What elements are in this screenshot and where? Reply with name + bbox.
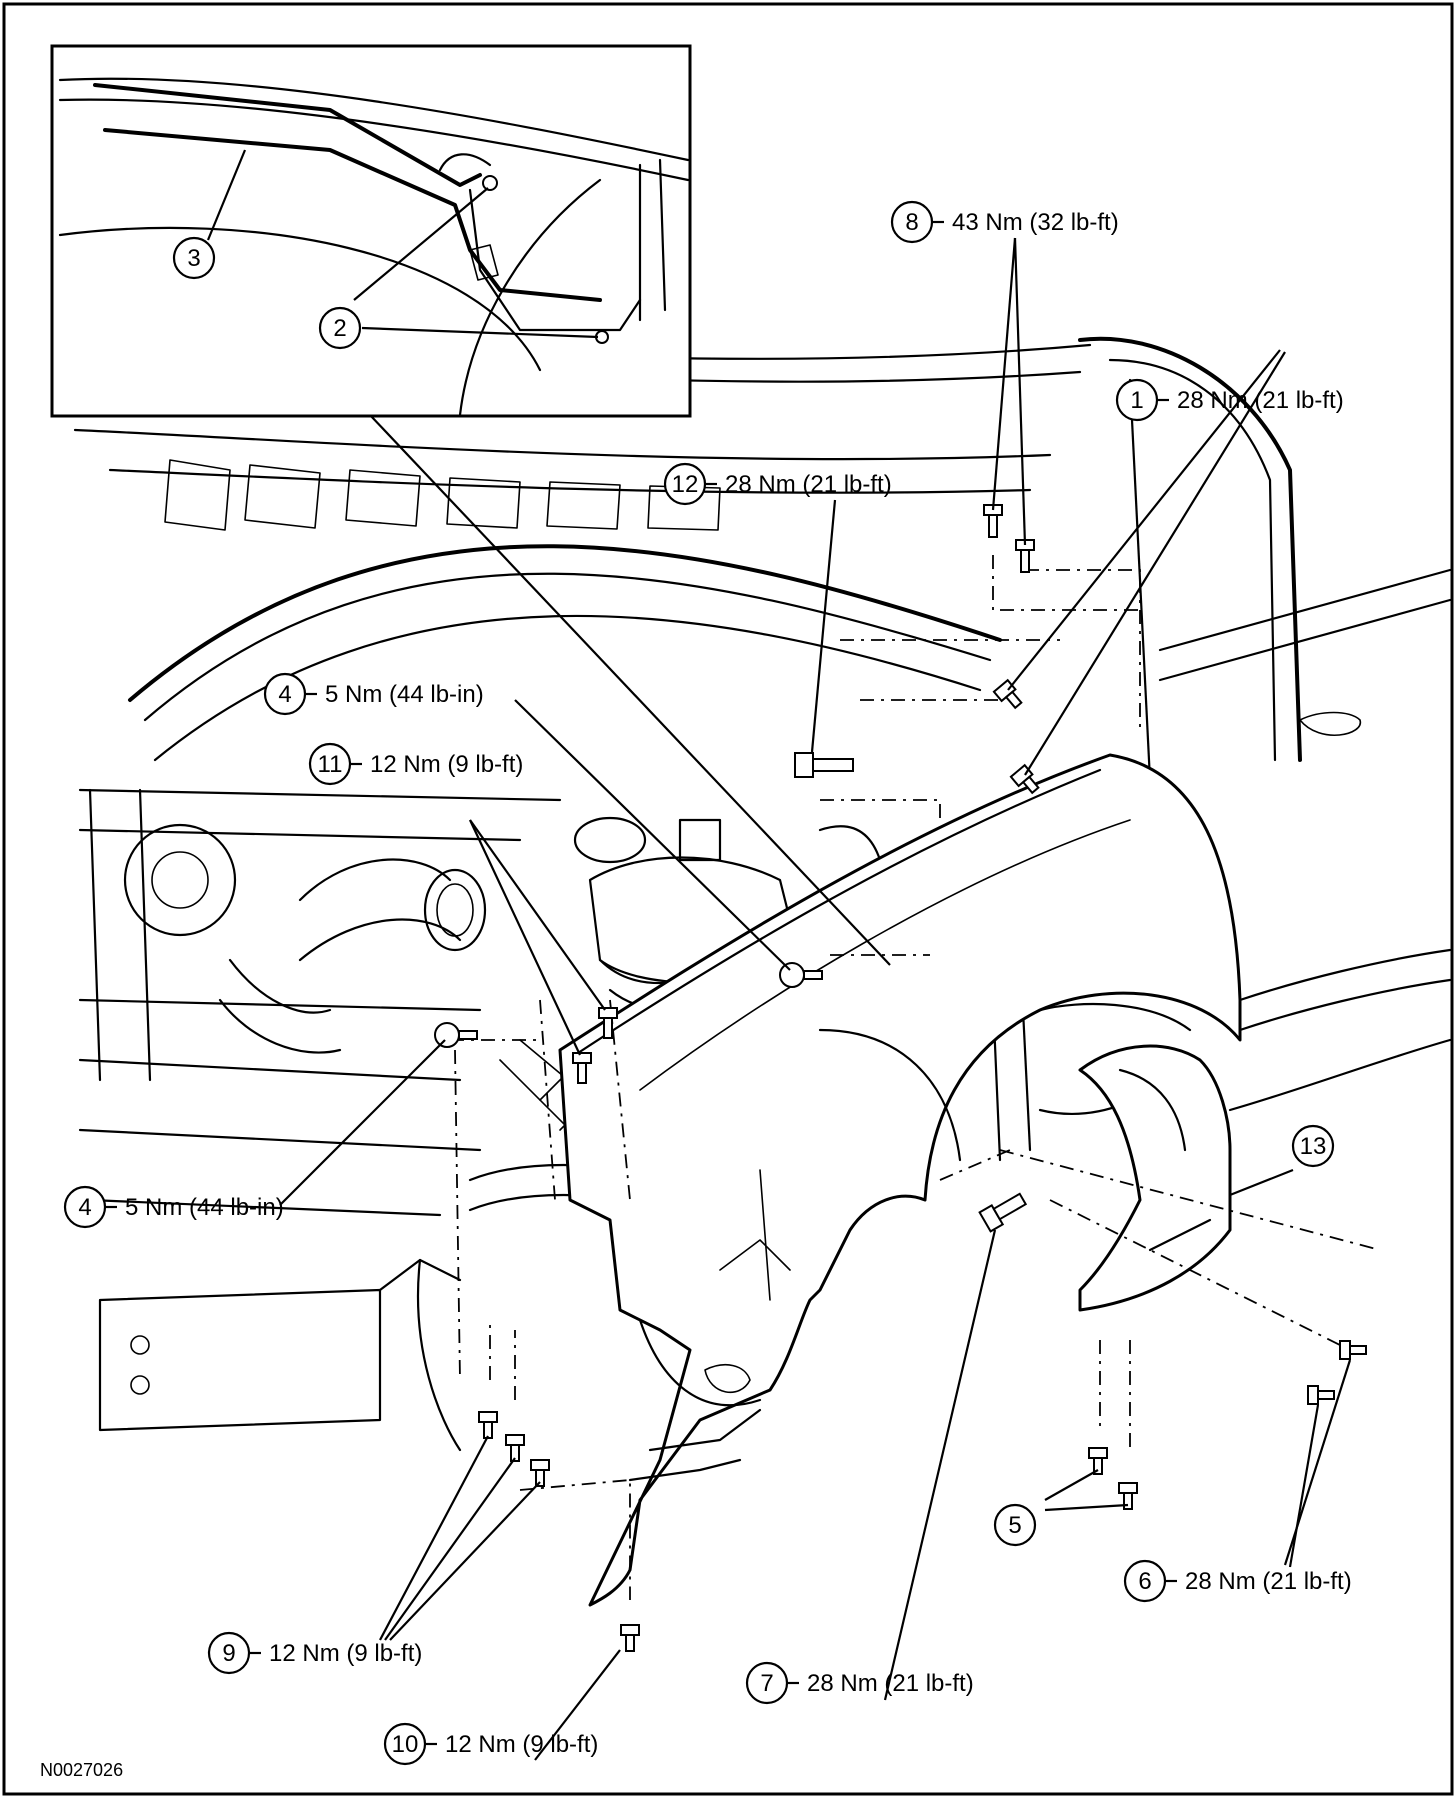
inset-frame (50, 44, 692, 418)
bolt-7 (978, 1192, 1028, 1233)
torque-label: 28 Nm (21 lb-ft) (807, 1670, 974, 1697)
torque-label: 5 Nm (44 lb-in) (325, 681, 484, 708)
callout-6: 6 28 Nm (21 lb-ft) (1123, 1559, 1352, 1603)
splash-shield (1078, 1044, 1232, 1312)
callout-4-upper: 4 5 Nm (44 lb-in) (263, 672, 484, 716)
callout-1: 1 28 Nm (21 lb-ft) (1115, 378, 1344, 422)
bolt-4b (434, 1022, 478, 1048)
svg-text:8: 8 (905, 209, 918, 236)
svg-text:10: 10 (392, 1731, 419, 1758)
callout-13: 13 (1291, 1124, 1335, 1168)
svg-text:11: 11 (318, 751, 343, 778)
bolt-9b (505, 1434, 525, 1462)
torque-label: 12 Nm (9 lb-ft) (370, 751, 523, 778)
fasteners (434, 504, 1367, 1652)
bolt-9a (478, 1411, 498, 1439)
svg-text:9: 9 (222, 1640, 235, 1667)
callout-12: 12 28 Nm (21 lb-ft) (663, 462, 892, 506)
bolt-6b (1307, 1385, 1335, 1405)
torque-label: 28 Nm (21 lb-ft) (1177, 387, 1344, 414)
bolt-10 (620, 1624, 640, 1652)
callout-9: 9 12 Nm (9 lb-ft) (207, 1631, 422, 1675)
bolt-11b (572, 1052, 592, 1084)
torque-label: 12 Nm (9 lb-ft) (445, 1731, 598, 1758)
vehicle-body-sketch (73, 318, 1452, 1452)
inset-callout-2-upper: 2 (318, 306, 362, 350)
svg-text:13: 13 (1300, 1133, 1327, 1160)
callout-5: 5 (993, 1503, 1037, 1547)
assembly-dashed-lines (450, 555, 1381, 1600)
callout-11: 11 12 Nm (9 lb-ft) (308, 742, 523, 786)
inset-detail (50, 44, 692, 418)
svg-text:6: 6 (1138, 1568, 1151, 1595)
torque-label: 5 Nm (44 lb-in) (125, 1194, 284, 1221)
bolt-1a (992, 678, 1023, 710)
figure-id: N0027026 (40, 1760, 123, 1780)
bolt-5a (1088, 1447, 1108, 1475)
svg-text:7: 7 (760, 1670, 773, 1697)
svg-text:2: 2 (333, 315, 346, 342)
bolt-11a (598, 1007, 618, 1039)
fender-panel (558, 753, 1242, 1607)
torque-label: 28 Nm (21 lb-ft) (1185, 1568, 1352, 1595)
bolt-6a (1339, 1340, 1367, 1360)
bolt-12 (794, 752, 854, 778)
bolt-9c (530, 1459, 550, 1487)
svg-text:4: 4 (278, 681, 291, 708)
torque-label: 43 Nm (32 lb-ft) (952, 209, 1119, 236)
torque-label: 28 Nm (21 lb-ft) (725, 471, 892, 498)
bolt-4a (779, 962, 823, 988)
callout-4-lower: 4 5 Nm (44 lb-in) (63, 1185, 284, 1229)
callout-10: 10 12 Nm (9 lb-ft) (383, 1722, 598, 1766)
inset-callout-3: 3 (172, 236, 216, 280)
svg-text:3: 3 (187, 245, 200, 272)
svg-text:5: 5 (1008, 1512, 1021, 1539)
svg-text:1: 1 (1130, 387, 1143, 414)
callout-7: 7 28 Nm (21 lb-ft) (745, 1661, 974, 1705)
torque-label: 12 Nm (9 lb-ft) (269, 1640, 422, 1667)
inset-bolt-upper (482, 175, 498, 191)
svg-text:4: 4 (78, 1194, 91, 1221)
leader-lines (279, 237, 1352, 1761)
svg-text:12: 12 (672, 471, 699, 498)
callout-8: 8 43 Nm (32 lb-ft) (890, 200, 1119, 244)
bolt-5b (1118, 1482, 1138, 1510)
